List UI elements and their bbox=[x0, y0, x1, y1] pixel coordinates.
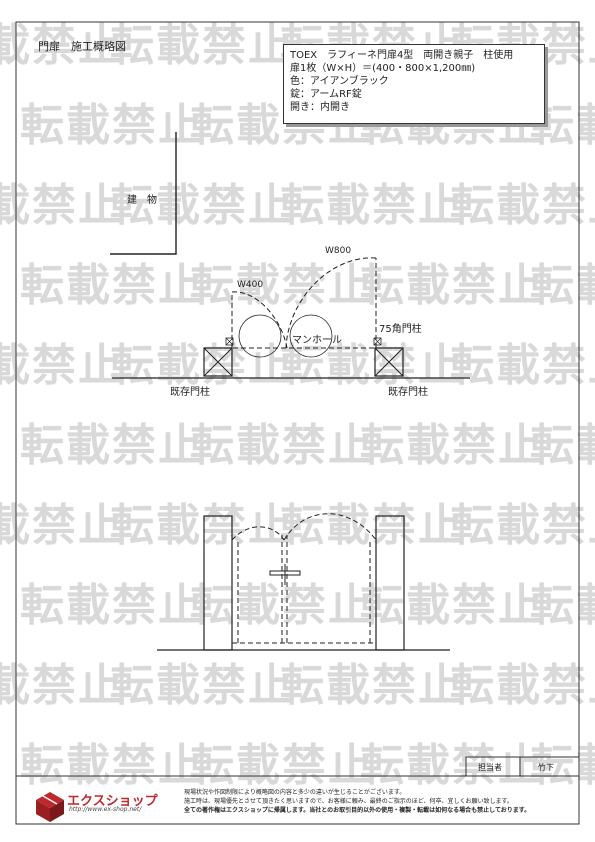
post-label: 75角門柱 bbox=[379, 322, 422, 335]
w400-label: W400 bbox=[237, 280, 263, 290]
watermark-text: 転載禁止 bbox=[280, 660, 464, 711]
right-pillar-elevation bbox=[375, 515, 405, 651]
watermark-text: 転載禁止 bbox=[190, 420, 374, 471]
watermark-text: 転載禁止 bbox=[450, 180, 595, 231]
left-pillar-label: 既存門柱 bbox=[170, 385, 210, 398]
right-gate-post bbox=[373, 337, 382, 346]
watermark-text: 転載禁止 bbox=[0, 20, 124, 71]
watermark-text: 転載禁止 bbox=[450, 660, 595, 711]
building-outline bbox=[110, 132, 177, 255]
watermark-text: 転載禁止 bbox=[530, 260, 595, 311]
w800-label: W800 bbox=[325, 246, 351, 256]
watermark-text: 転載禁止 bbox=[360, 420, 544, 471]
product-info-line: 錠：アームRF錠 bbox=[290, 89, 362, 100]
building-label: 建 物 bbox=[127, 193, 157, 206]
plan-view bbox=[112, 257, 470, 379]
watermark-text: 転載禁止 bbox=[0, 340, 124, 391]
watermark-text: 転載禁止 bbox=[280, 500, 464, 551]
sheet-title: 門扉 施工概略図 bbox=[38, 40, 126, 53]
watermark-text: 転載禁止 bbox=[0, 660, 124, 711]
right-pillar-label: 既存門柱 bbox=[388, 385, 428, 398]
watermark-text: 転載禁止 bbox=[280, 180, 464, 231]
watermark-text: 転載禁止 bbox=[190, 740, 374, 791]
watermark-text: 転載禁止 bbox=[450, 340, 595, 391]
watermark-text: 転載禁止 bbox=[110, 500, 294, 551]
exshop-logo-icon bbox=[36, 792, 64, 822]
product-info-line: 扉1枚（W×H）＝(400・800×1,200㎜) bbox=[290, 63, 476, 74]
product-info-line: 色：アイアンブラック bbox=[290, 76, 389, 87]
footer-note: 現場状況や作図制限により概略図の内容と多少の違いが生じることがございます。 bbox=[184, 789, 406, 796]
watermark-text: 転載禁止 bbox=[0, 500, 124, 551]
watermark-text: 転載禁止 bbox=[20, 740, 204, 791]
manhole-label: マンホール bbox=[292, 334, 342, 346]
footer-note: 施工時は、現場優先とさせて頂きたく思いますので、お客様に頼み、最終のご指示のほど… bbox=[184, 798, 513, 805]
footer-notes: 現場状況や作図制限により概略図の内容と多少の違いが生じることがございます。 施工… bbox=[184, 788, 530, 815]
product-info-line: 開き：内開き bbox=[290, 102, 350, 113]
logo-url: http://www.ex-shop.net/ bbox=[69, 806, 142, 813]
watermark-text: 転載禁止 bbox=[110, 660, 294, 711]
watermark-text: 転載禁止 bbox=[0, 180, 124, 231]
watermark-text: 転載禁止 bbox=[360, 260, 544, 311]
product-info-line: TOEX ラフィーネ門扉4型 両開き親子 柱使用 bbox=[290, 50, 514, 61]
footer-note: 全ての著作権はエクスショップに帰属します。当社とのお取引目的以外の使用・複製・転… bbox=[184, 807, 531, 814]
gate-elevation bbox=[231, 513, 377, 644]
watermark-text: 転載禁止 bbox=[20, 100, 204, 151]
watermark-text: 転載禁止 bbox=[450, 500, 595, 551]
watermark-text: 転載禁止 bbox=[190, 580, 374, 631]
right-pillar-plan bbox=[374, 347, 404, 377]
stamp-name: 竹下 bbox=[538, 763, 554, 772]
watermark-text: 転載禁止 bbox=[530, 740, 595, 791]
watermark-text: 転載禁止 bbox=[20, 260, 204, 311]
left-pillar-elevation bbox=[203, 515, 233, 651]
watermark-layer: 転載禁止転載禁止転載禁止転載禁止転載禁止転載禁止転載禁止転載禁止転載禁止転載禁止… bbox=[0, 20, 595, 791]
gate-handle bbox=[269, 564, 301, 585]
manhole-circle-left bbox=[238, 314, 282, 358]
watermark-text: 転載禁止 bbox=[20, 420, 204, 471]
small-leaf-swing-arc bbox=[231, 291, 288, 349]
logo-name: エクスショップ bbox=[67, 794, 158, 809]
left-pillar-plan bbox=[203, 347, 233, 377]
manhole-circle-right bbox=[289, 314, 333, 358]
watermark-text: 転載禁止 bbox=[110, 20, 294, 71]
large-leaf-swing-arc bbox=[285, 257, 377, 349]
watermark-text: 転載禁止 bbox=[530, 580, 595, 631]
watermark-text: 転載禁止 bbox=[360, 740, 544, 791]
watermark-text: 転載禁止 bbox=[360, 580, 544, 631]
product-info-box: TOEX ラフィーネ門扉4型 両開き親子 柱使用 扉1枚（W×H）＝(400・8… bbox=[283, 44, 545, 124]
watermark-text: 転載禁止 bbox=[20, 580, 204, 631]
elevation-view bbox=[157, 513, 450, 651]
watermark-text: 転載禁止 bbox=[110, 180, 294, 231]
sheet-border bbox=[15, 21, 580, 825]
watermark-text: 転載禁止 bbox=[530, 420, 595, 471]
watermark-text: 転載禁止 bbox=[190, 260, 374, 311]
stamp-label: 担当者 bbox=[478, 763, 502, 772]
